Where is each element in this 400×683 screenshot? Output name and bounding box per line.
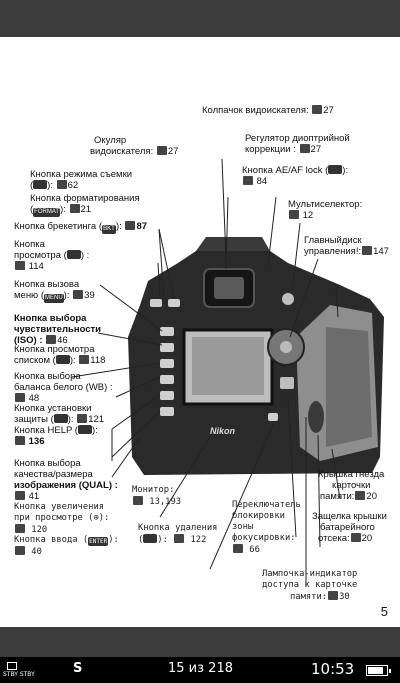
label-access-lamp: Лампочка-индикатор доступа к карточке па… <box>262 569 358 602</box>
page-counter[interactable]: 15 из 218 <box>168 661 233 676</box>
book-ref-icon <box>77 414 88 423</box>
label-multiselector: Мультиселектор: 12 <box>288 199 363 221</box>
book-ref-icon <box>299 144 310 153</box>
status-bar: STBY STBY S 15 из 218 10:53 <box>0 657 400 683</box>
bkt-key-icon: BKT <box>101 225 116 234</box>
book-ref-icon <box>328 591 339 600</box>
book-ref-icon <box>46 335 57 344</box>
reader-bottom-bar <box>0 627 400 657</box>
zoom-key-icon: ⊕ <box>93 513 99 523</box>
page-number: 5 <box>380 604 388 619</box>
book-ref-icon <box>15 524 25 533</box>
label-help-button: Кнопка HELP (): 136 <box>14 425 98 447</box>
label-delete-button: Кнопка удаления (): 122 <box>138 523 218 545</box>
reader-top-bar <box>0 0 400 37</box>
book-ref-icon <box>174 534 185 543</box>
clock: 10:53 <box>311 660 355 678</box>
label-command-dial: Главныйдиск управления!:147 <box>304 235 389 257</box>
book-ref-icon <box>15 261 25 270</box>
label-format-button: Кнопка форматирования (FORMAT): 21 <box>30 193 140 217</box>
label-bracketing: Кнопка брекетинга (BKT): 87 <box>14 221 148 234</box>
battery-level <box>368 667 383 674</box>
label-cf-cover: Крышка гнезда карточки памяти:20 <box>318 469 385 502</box>
enter-key-icon: ENTER <box>88 537 109 546</box>
camera-brand-logo: Nikon <box>210 426 236 436</box>
document-page[interactable]: Nikon Колпачок видоискателя: 27 Окуляр в… <box>0 37 400 627</box>
book-ref-icon <box>289 210 299 219</box>
book-ref-icon <box>156 146 167 155</box>
protect-key-icon <box>53 414 68 423</box>
book-ref-icon <box>133 496 143 505</box>
book-ref-icon <box>312 105 323 114</box>
book-ref-icon <box>73 290 84 299</box>
play-key-icon <box>66 250 81 259</box>
book-ref-icon <box>15 546 25 555</box>
format-key-icon: FORMAT <box>33 208 61 217</box>
book-ref-icon <box>15 491 25 500</box>
book-ref-icon <box>355 491 366 500</box>
book-ref-icon <box>79 355 90 364</box>
label-playback-button: Кнопка просмотра () : 114 <box>14 239 90 272</box>
thumb-key-icon <box>55 355 70 364</box>
standby-icon: STBY STBY <box>3 662 35 678</box>
label-eyepiece: Окуляр видоискателя: 27 <box>90 135 179 157</box>
menu-key-icon: MENU <box>44 294 64 303</box>
app-indicator: S <box>73 661 83 676</box>
book-ref-icon <box>125 221 136 230</box>
book-ref-icon <box>350 533 361 542</box>
label-aeaf-lock: Кнопка AE/AF lock (): 84 <box>242 165 349 187</box>
book-ref-icon <box>69 204 80 213</box>
label-enter-button: Кнопка ввода (ENTER): 40 <box>14 535 119 557</box>
aeaf-key-icon <box>328 165 343 174</box>
label-mode-button: Кнопка режима съемки (): 62 <box>30 169 133 191</box>
book-ref-icon <box>243 176 253 185</box>
label-monitor: Монитор: 13,193 <box>132 485 182 507</box>
book-ref-icon <box>233 544 243 553</box>
label-protect-button: Кнопка установки защиты (): 121 <box>14 403 105 425</box>
book-ref-icon <box>56 180 67 189</box>
label-menu-button: Кнопка вызова меню (MENU): 39 <box>14 279 95 303</box>
battery-icon <box>366 665 391 676</box>
book-ref-icon <box>362 246 373 255</box>
camera-illustration <box>71 158 384 587</box>
label-qual-button: Кнопка выбора качества/размера изображен… <box>14 458 118 502</box>
label-eyecup: Колпачок видоискателя: 27 <box>202 105 334 116</box>
delete-key-icon <box>143 534 158 543</box>
label-thumbnail-button: Кнопка просмотра списком (): 118 <box>14 344 106 366</box>
label-battery-latch: Защелка крышки батарейного отсека:20 <box>312 511 387 544</box>
label-iso-button: Кнопка выбора чувствительности (ISO) : 4… <box>14 313 102 346</box>
mode-key-icon <box>33 180 48 189</box>
label-focus-lock-switch: Переключатель блокировки зоны фокусировк… <box>232 500 301 555</box>
help-key-icon <box>77 425 92 434</box>
book-ref-icon <box>15 393 25 402</box>
label-wb-button: Кнопка выбора баланса белого (WB) : 48 <box>14 371 113 404</box>
book-ref-icon <box>15 436 25 445</box>
label-zoom-button: Кнопка увеличения при просмотре (⊕): 120 <box>14 502 110 535</box>
label-diopter: Регулятор диоптрийной коррекции : 27 <box>245 133 350 155</box>
